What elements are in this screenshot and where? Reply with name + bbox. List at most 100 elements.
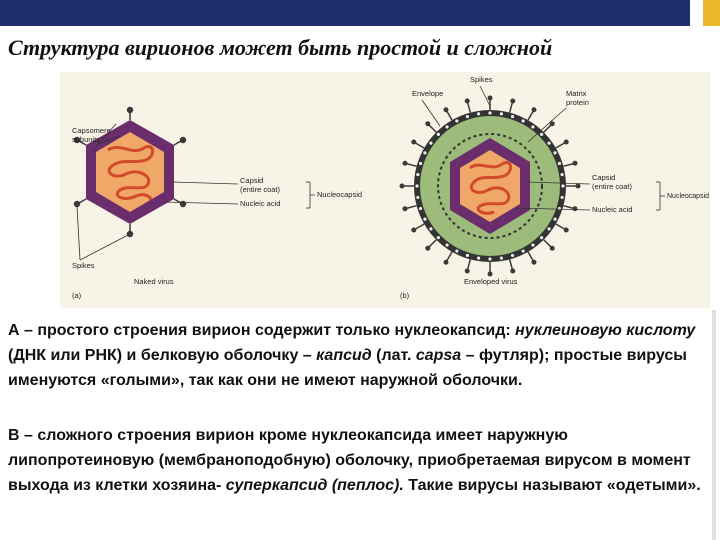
label-envelope: Envelope [412,89,443,98]
lipid-dot [540,132,544,136]
spike-tip [572,206,578,212]
spike [563,204,574,209]
lipid-dot [418,206,423,211]
spike-tip [425,245,431,251]
spike [446,111,453,121]
lipid-dot [499,256,504,260]
lipid-dot [476,256,481,260]
lipid-dot [561,184,565,188]
naked-virus [73,106,315,261]
label-naked-virus: Naked virus [134,277,174,286]
paragraph-complex-virion: В – сложного строения вирион кроме нукле… [8,423,714,498]
enveloped-nucleic-acid [469,161,512,215]
spike [406,163,417,168]
top-bar-navy [0,0,690,26]
label-entire-coat-a: (entire coat) [240,185,281,194]
spike [527,111,534,121]
lipid-dot [553,151,557,155]
spike-tip [563,227,569,233]
lipid-dot [547,227,551,231]
lipid-dot [521,119,525,123]
spike [543,239,552,248]
spike [508,259,513,270]
lipid-dot [445,243,449,247]
text-a-5: (лат. [371,347,416,364]
label-entire-coat-b: (entire coat) [592,182,633,191]
spike [428,124,437,133]
text-a-capsa: capsa [415,347,462,364]
lipid-dot [416,172,420,177]
lipid-dot [429,227,433,231]
lipid-dot [531,125,535,129]
spike-tip [402,206,408,212]
spike [428,239,437,248]
spike-tip [575,183,581,189]
label-nucleocapsid-a: Nucleocapsid [317,190,362,199]
lipid-dot [510,114,515,119]
right-scroll-edge [712,310,716,540]
spike [508,102,513,113]
text-a-capsid: капсид [316,347,372,364]
spike [446,251,453,261]
lipid-dot [557,161,562,166]
lipid-dot [488,111,492,115]
slide-title: Структура вирионов может быть простой и … [8,35,553,60]
lipid-dot [445,125,449,129]
lipid-dot [415,184,419,188]
envelope-lipid-dots [415,111,565,261]
spike [527,251,534,261]
lipid-dot [540,236,544,240]
spike-tip [531,107,537,113]
spike [467,102,472,113]
spike-tip [411,139,417,145]
spike-tip [402,160,408,166]
lipid-dot [436,132,440,136]
enveloped-virus [399,85,665,277]
label-nucleocapsid-b: Nucleocapsid [667,193,709,200]
lipid-dot [476,112,481,116]
label-panel-a: (a) [72,291,82,300]
spike-tip [399,183,405,189]
spike [467,259,472,270]
label-nucleic-acid-a: Nucleic acid [240,199,280,208]
spike [415,223,425,230]
label-capsid-a: Capsid [240,176,263,185]
spike [555,142,565,149]
lipid-dot [455,249,459,253]
lipid-dot [416,195,420,200]
lipid-dot [465,253,470,258]
spike-tip [549,245,555,251]
spike-tip [572,160,578,166]
lipid-dot [488,257,492,261]
spike-tip [443,259,449,265]
label-panel-b: (b) [400,291,410,300]
spike-tip [531,259,537,265]
lipid-dot [531,243,535,247]
top-bar-divider [700,0,703,26]
text-a-3: (ДНК или РНК) и белковую оболочку – [8,347,317,364]
text-a-1: А – простого строения вирион содержит то… [8,322,516,339]
spike-tip [487,271,493,277]
lipid-dot [547,141,551,145]
label-subunits: subunits [72,135,100,144]
lipid-dot [423,151,427,155]
spike-tip [464,268,470,274]
lipid-dot [499,112,504,116]
spike-tip [443,107,449,113]
lipid-dot [560,195,564,200]
spike-tip [411,227,417,233]
lipid-dot [418,161,423,166]
label-capsomere: Capsomere [72,126,111,135]
lipid-dot [455,119,459,123]
paragraph-simple-virion: А – простого строения вирион содержит то… [8,318,714,393]
spike-tip [563,139,569,145]
label-enveloped-virus: Enveloped virus [464,277,518,286]
label-protein: protein [566,98,589,107]
label-nucleic-acid-b: Nucleic acid [592,205,632,214]
spike-tip [549,121,555,127]
spike-tip [510,98,516,104]
lipid-dot [557,206,562,211]
label-spikes-b: Spikes [470,75,493,84]
lipid-dot [553,217,557,221]
spike [543,124,552,133]
